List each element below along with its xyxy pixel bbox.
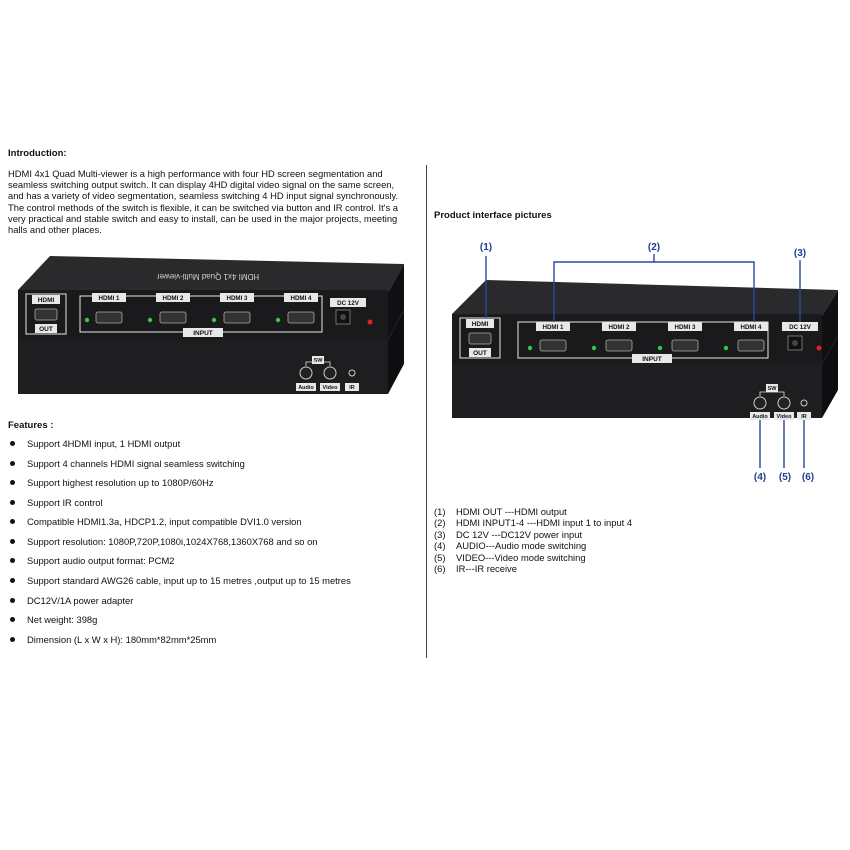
- legend-row: (4)AUDIO---Audio mode switching: [434, 540, 587, 551]
- legend-row: (1)HDMI OUT ---HDMI output: [434, 506, 567, 517]
- out-label-bottom-right: OUT: [473, 350, 487, 357]
- features-heading: Features :: [8, 420, 54, 431]
- bullet-icon: [10, 558, 15, 564]
- feature-item: Support IR control: [10, 496, 103, 510]
- out-label-bottom: OUT: [39, 326, 53, 333]
- callout-6: (6): [802, 472, 814, 483]
- feature-item: Support highest resolution up to 1080P/6…: [10, 476, 214, 490]
- feature-item: Support resolution: 1080P,720P,1080i,102…: [10, 535, 318, 549]
- dc-label-right: DC 12V: [789, 324, 812, 331]
- feature-item: Net weight: 398g: [10, 613, 97, 627]
- port-label-2: HDMI 2: [163, 295, 185, 302]
- video-label-right: Video: [777, 414, 793, 420]
- port-label-2-right: HDMI 2: [609, 324, 631, 331]
- port-label-1-right: HDMI 1: [543, 324, 565, 331]
- port-label-4-right: HDMI 4: [741, 324, 763, 331]
- feature-item: DC12V/1A power adapter: [10, 594, 133, 608]
- bullet-icon: [10, 500, 15, 506]
- legend-row: (3)DC 12V ---DC12V power input: [434, 529, 583, 540]
- feature-item: Compatible HDMI1.3a, HDCP1.2, input comp…: [10, 515, 302, 529]
- bullet-icon: [10, 480, 15, 486]
- callout-lines: [485, 254, 805, 468]
- product-heading: Product interface pictures: [434, 210, 552, 221]
- audio-label: Audio: [298, 385, 314, 391]
- legend-row: (2)HDMI INPUT1-4 ---HDMI input 1 to inpu…: [434, 517, 633, 528]
- ir-label: IR: [349, 385, 355, 391]
- bullet-icon: [10, 637, 15, 643]
- video-label: Video: [323, 385, 339, 391]
- bullet-icon: [10, 598, 15, 604]
- audio-label-right: Audio: [752, 414, 768, 420]
- bullet-icon: [10, 519, 15, 525]
- bullet-icon: [10, 578, 15, 584]
- device-photo-right: HDMI OUT INPUT HDMI 1 HDMI 2 HDMI 3 HDMI…: [452, 242, 838, 483]
- callout-2: (2): [648, 242, 660, 253]
- bullet-icon: [10, 461, 15, 467]
- input-label: INPUT: [193, 330, 213, 337]
- feature-item: Dimension (L x W x H): 180mm*82mm*25mm: [10, 633, 216, 647]
- port-label-3: HDMI 3: [227, 295, 249, 302]
- port-label-1: HDMI 1: [99, 295, 121, 302]
- bullet-icon: [10, 617, 15, 623]
- out-label-top-right: HDMI: [472, 321, 489, 328]
- callout-1: (1): [480, 242, 492, 253]
- dc-label: DC 12V: [337, 300, 360, 307]
- out-label-top: HDMI: [38, 297, 55, 304]
- sw-label: SW: [314, 358, 324, 364]
- intro-paragraph: HDMI 4x1 Quad Multi-viewer is a high per…: [8, 168, 399, 236]
- bullet-icon: [10, 539, 15, 545]
- port-label-3-right: HDMI 3: [675, 324, 697, 331]
- feature-item: Support audio output format: PCM2: [10, 554, 174, 568]
- intro-heading: Introduction:: [8, 148, 67, 159]
- bullet-icon: [10, 441, 15, 447]
- column-divider: [426, 165, 427, 658]
- feature-item: Support standard AWG26 cable, input up t…: [10, 574, 351, 588]
- legend-row: (6)IR---IR receive: [434, 563, 517, 574]
- legend-row: (5)VIDEO---Video mode switching: [434, 552, 586, 563]
- ir-label-right: IR: [801, 414, 807, 420]
- sw-label-right: SW: [768, 386, 778, 392]
- device-photo-left: HDMI 4x1 Quad Multi-viewer HDMI OUT INPU…: [18, 256, 404, 394]
- device-top-text: HDMI 4x1 Quad Multi-viewer: [157, 272, 260, 281]
- callout-4: (4): [754, 472, 766, 483]
- port-label-4: HDMI 4: [291, 295, 313, 302]
- callout-5: (5): [779, 472, 791, 483]
- feature-item: Support 4 channels HDMI signal seamless …: [10, 457, 245, 471]
- input-label-right: INPUT: [642, 356, 662, 363]
- callout-3: (3): [794, 248, 806, 259]
- feature-item: Support 4HDMI input, 1 HDMI output: [10, 437, 180, 451]
